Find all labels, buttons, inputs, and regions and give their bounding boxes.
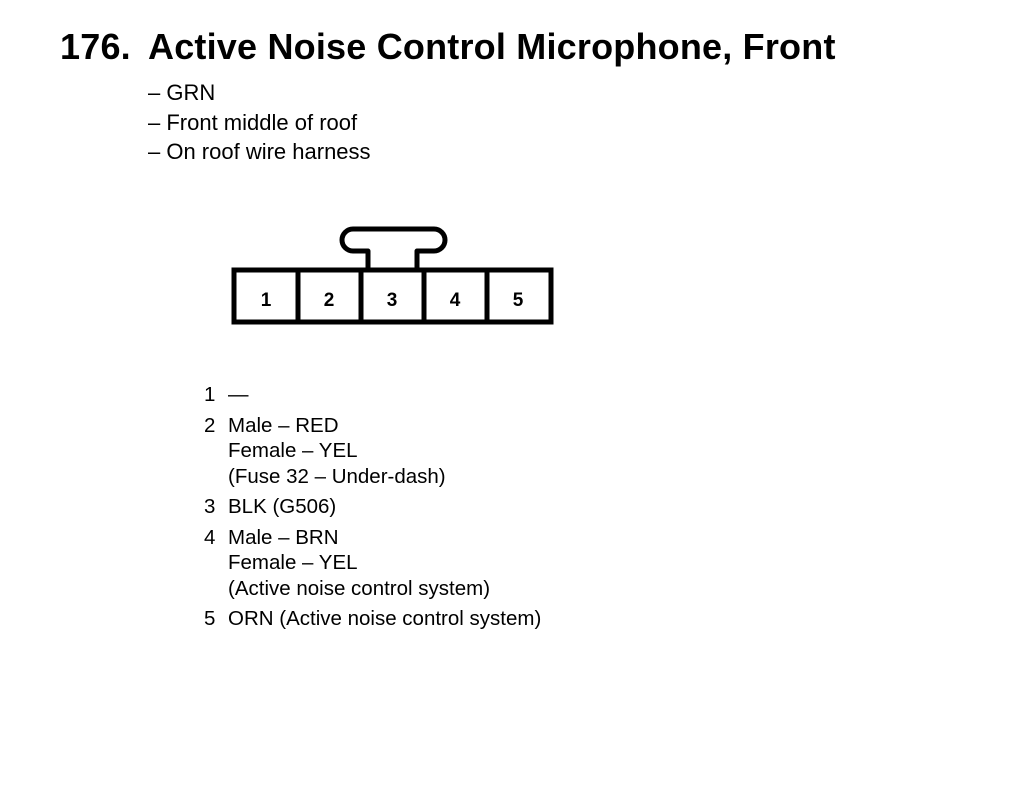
page-title: 176. Active Noise Control Microphone, Fro… [60,26,836,68]
connector-location: – Front middle of roof [148,109,358,135]
pin-desc: (Fuse 32 – Under-dash) [228,464,446,488]
pin-desc: (Active noise control system) [228,576,491,600]
pin-desc: ORN (Active noise control system) [228,607,542,630]
connector-body [231,267,554,325]
cavity-label-2: 2 [324,290,335,311]
connector-harness: – On roof wire harness [148,139,371,164]
cavity-label-5: 5 [513,290,524,311]
cavity-label-1: 1 [261,290,272,311]
pin-number: 4 [204,525,216,549]
connector-color: – GRN [148,80,216,105]
pin-desc: Female – YEL [228,551,358,574]
cavity-label-4: 4 [450,290,461,311]
pin-desc: Male – RED [228,413,339,437]
pin-row: 4 Male – BRN Female – YEL (Active noise … [204,525,541,602]
component-name: Active Noise Control Microphone, Front [148,26,836,67]
pin-row: 2 Male – RED Female – YEL (Fuse 32 – Und… [204,413,541,490]
connector-lock-tab [339,226,448,270]
pin-list: 1 — 2 Male – RED Female – YEL (Fuse 32 –… [204,382,541,637]
pin-row: 1 — [204,382,541,408]
component-details: – GRN – Front middle of roof – On roof w… [148,78,371,167]
pin-desc: Male – BRN [228,525,339,549]
pin-row: 3 BLK (G506) [204,494,541,520]
pin-desc: Female – YEL [228,439,358,462]
pin-desc: — [228,383,249,406]
connector-diagram: 1 2 3 4 5 [231,226,554,325]
pin-number: 2 [204,413,216,437]
cavity-label-3: 3 [387,290,398,311]
pin-number: 5 [204,607,216,630]
pin-number: 3 [204,495,216,518]
pin-number: 1 [204,383,216,406]
pin-desc: BLK (G506) [228,495,337,518]
pin-row: 5 ORN (Active noise control system) [204,606,541,632]
component-number: 176. [60,26,131,67]
